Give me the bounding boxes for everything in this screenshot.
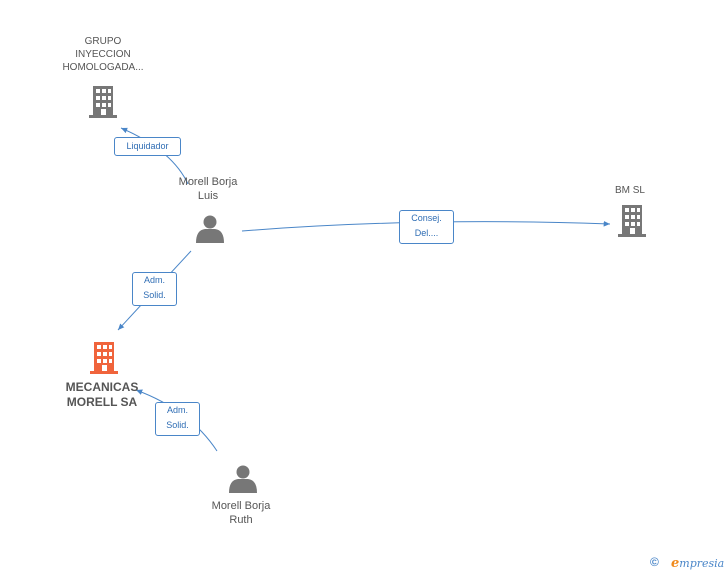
empresia-logo: empresia (671, 556, 725, 571)
node-label-grupo[interactable]: GRUPO INYECCION HOMOLOGADA... (62, 36, 144, 73)
node-label-bm[interactable]: BM SL (614, 185, 645, 196)
edge-label-adm-ruth: Adm. Solid. (155, 402, 200, 436)
person-icon[interactable] (196, 215, 224, 244)
building-icon[interactable] (89, 86, 117, 118)
person-icon[interactable] (229, 465, 257, 494)
node-label-mecanicas[interactable]: MECANICAS MORELL SA (65, 380, 139, 409)
building-icon[interactable] (90, 342, 118, 374)
copyright-symbol: © (650, 555, 659, 569)
node-label-ruth[interactable]: Morell Borja Ruth (211, 500, 271, 526)
edge-label-adm-luis: Adm. Solid. (132, 272, 177, 306)
building-icon[interactable] (618, 205, 646, 237)
edge-label-liquidador: Liquidador (114, 137, 181, 156)
node-label-luis[interactable]: Morell Borja Luis (178, 176, 238, 202)
edge-label-consej: Consej. Del.... (399, 210, 454, 244)
